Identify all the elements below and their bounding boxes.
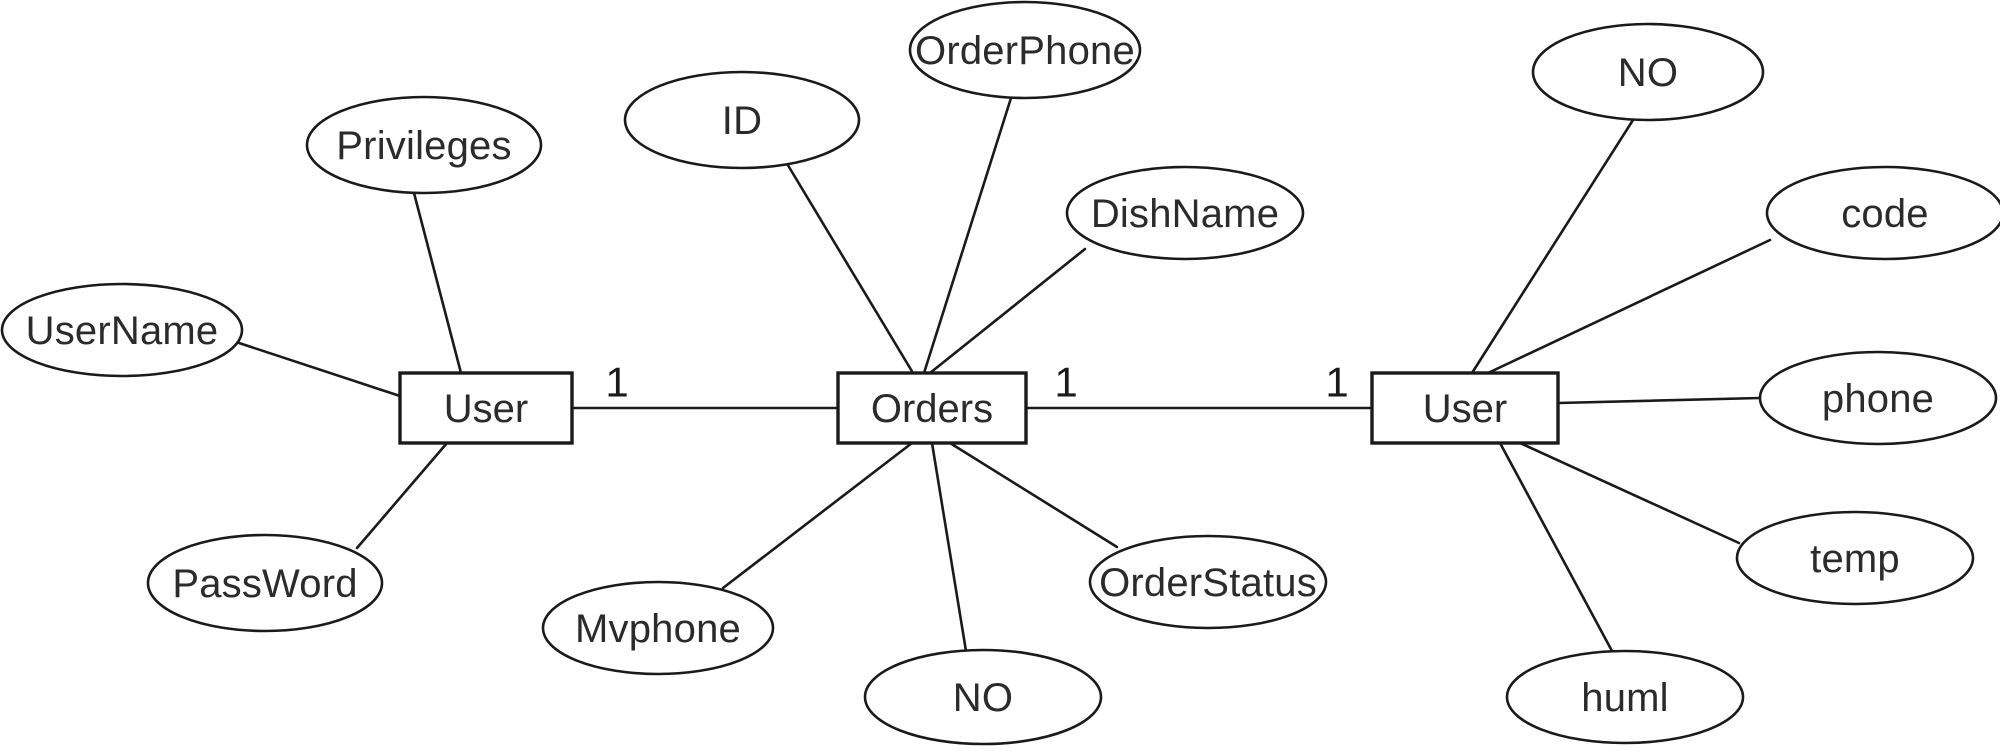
attribute-label: ID	[722, 99, 762, 143]
cardinality-label: 1	[1054, 359, 1077, 406]
attribute-label: phone	[1822, 377, 1934, 421]
entity-node[interactable]: User	[398, 371, 574, 445]
edges-layer	[237, 96, 1772, 653]
attribute-ellipse[interactable]	[1758, 350, 1998, 446]
attribute-node[interactable]: code	[1765, 165, 2000, 261]
attribute-ellipse[interactable]	[1505, 649, 1745, 745]
attribute-node[interactable]: Privileges	[305, 95, 543, 195]
attribute-node[interactable]: Mvphone	[541, 580, 775, 676]
er-connector-line	[928, 247, 1087, 375]
attribute-ellipse[interactable]	[1765, 165, 2000, 261]
attribute-label: code	[1841, 192, 1929, 236]
entity-label: User	[444, 387, 528, 431]
er-connector-line	[922, 96, 1013, 375]
attribute-label: Mvphone	[575, 607, 741, 651]
er-connector-line	[930, 441, 968, 653]
entity-node[interactable]: Orders	[836, 371, 1028, 445]
attribute-node[interactable]: ID	[623, 70, 861, 170]
attribute-ellipse[interactable]	[541, 580, 775, 676]
entity-rectangle[interactable]	[398, 371, 574, 445]
attribute-label: temp	[1810, 537, 1900, 581]
attribute-ellipse[interactable]	[1065, 165, 1305, 261]
attribute-ellipse[interactable]	[908, 0, 1142, 100]
attribute-ellipse[interactable]	[0, 282, 244, 378]
attribute-ellipse[interactable]	[305, 95, 543, 195]
er-connector-line	[1486, 238, 1772, 375]
attribute-label: Privileges	[336, 124, 511, 168]
er-connector-line	[412, 191, 463, 375]
er-connector-line	[237, 341, 402, 398]
attribute-ellipse[interactable]	[146, 533, 384, 633]
er-connector-line	[1470, 118, 1635, 375]
er-connector-line	[721, 441, 914, 590]
er-connector-line	[1518, 441, 1741, 545]
attribute-label: OrderStatus	[1099, 561, 1317, 605]
cardinality-label: 1	[1325, 359, 1348, 406]
cardinality-label: 1	[605, 359, 628, 406]
attribute-ellipse[interactable]	[1531, 22, 1765, 122]
attribute-label: UserName	[26, 309, 219, 353]
entities-layer: User Orders User	[398, 371, 1560, 445]
er-connector-line	[948, 441, 1119, 549]
attribute-node[interactable]: OrderPhone	[908, 0, 1142, 100]
er-connector-line	[1556, 396, 1762, 405]
attribute-ellipse[interactable]	[863, 648, 1103, 746]
er-connector-line	[355, 441, 449, 550]
attribute-node[interactable]: huml	[1505, 649, 1745, 745]
entity-label: User	[1423, 387, 1507, 431]
attribute-node[interactable]: OrderStatus	[1088, 534, 1328, 630]
er-connector-line	[784, 160, 915, 375]
attribute-ellipse[interactable]	[1088, 534, 1328, 630]
entity-label: Orders	[871, 387, 993, 431]
entity-node[interactable]: User	[1370, 371, 1560, 445]
attribute-label: OrderPhone	[915, 29, 1135, 73]
cardinality-layer: 1 1 1	[605, 359, 1348, 406]
attribute-label: NO	[953, 676, 1013, 720]
er-connector-line	[1498, 441, 1614, 653]
attribute-ellipse[interactable]	[623, 70, 861, 170]
attribute-label: DishName	[1091, 192, 1279, 236]
attribute-node[interactable]: temp	[1735, 510, 1975, 606]
entity-rectangle[interactable]	[836, 371, 1028, 445]
entity-rectangle[interactable]	[1370, 371, 1560, 445]
attribute-node[interactable]: NO	[1531, 22, 1765, 122]
attribute-node[interactable]: UserName	[0, 282, 244, 378]
attribute-label: NO	[1618, 51, 1678, 95]
attribute-ellipse[interactable]	[1735, 510, 1975, 606]
attribute-node[interactable]: phone	[1758, 350, 1998, 446]
attribute-label: huml	[1581, 676, 1669, 720]
attribute-label: PassWord	[172, 562, 357, 606]
attribute-node[interactable]: DishName	[1065, 165, 1305, 261]
attribute-node[interactable]: PassWord	[146, 533, 384, 633]
attribute-node[interactable]: NO	[863, 648, 1103, 746]
